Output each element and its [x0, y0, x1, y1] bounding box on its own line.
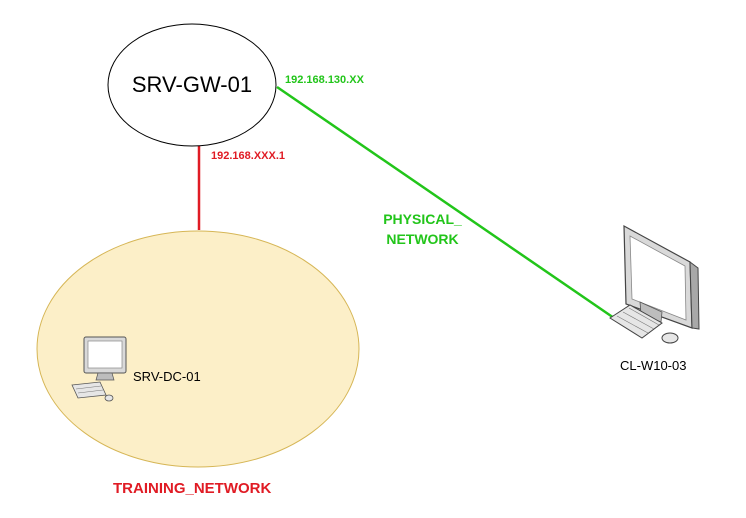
training-network-zone	[36, 230, 360, 468]
client-computer-icon	[609, 224, 700, 344]
training-ip-label: 192.168.XXX.1	[211, 150, 286, 162]
client-label: CL-W10-03	[620, 358, 687, 373]
physical-network-label-line1: PHYSICAL_	[383, 211, 462, 227]
physical-network-label: PHYSICAL_ NETWORK	[360, 209, 485, 249]
training-network-label: TRAINING_NETWORK	[113, 480, 272, 497]
domain-controller-computer-icon	[71, 336, 127, 402]
monitor-icon	[623, 224, 700, 330]
keyboard-icon	[71, 381, 107, 399]
gateway-node	[107, 23, 277, 147]
domain-controller-label: SRV-DC-01	[133, 369, 201, 384]
mouse-icon	[104, 394, 114, 402]
monitor-icon	[83, 336, 127, 381]
physical-link	[276, 85, 615, 320]
keyboard-icon	[609, 304, 663, 339]
gateway-label: SRV-GW-01	[131, 72, 253, 97]
physical-network-label-line2: NETWORK	[386, 231, 459, 247]
mouse-icon	[661, 332, 679, 344]
physical-ip-label: 192.168.130.XX	[285, 74, 364, 86]
